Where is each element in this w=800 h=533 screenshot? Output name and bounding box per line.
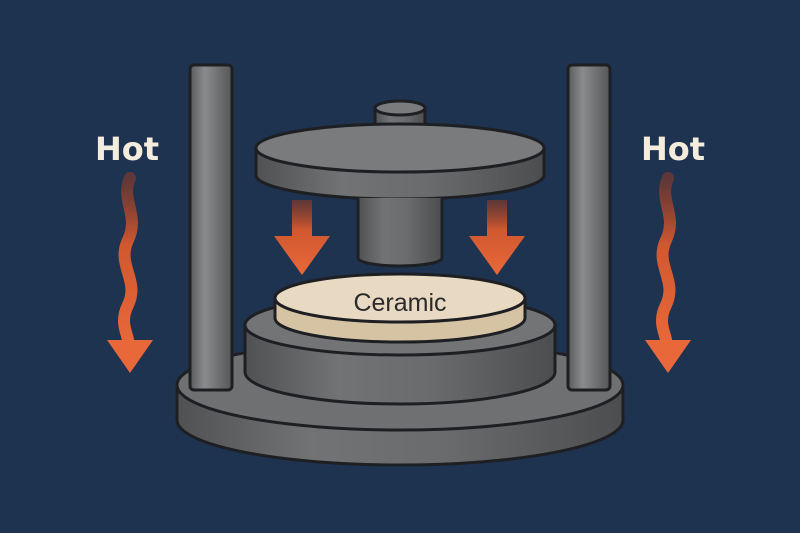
ceramic-sample	[273, 272, 527, 344]
ceramic-label: Ceramic	[353, 289, 446, 317]
press-arrow-icon	[274, 200, 330, 275]
upper-platen	[254, 122, 546, 201]
right-column	[566, 63, 612, 392]
hot-label-left: Hot	[95, 130, 159, 168]
press-arrow-icon	[469, 200, 525, 275]
piston	[356, 198, 444, 268]
hot-label-right: Hot	[641, 130, 705, 168]
wavy-heat-arrow-icon	[645, 172, 691, 373]
left-column	[188, 63, 234, 392]
wavy-heat-arrow-icon	[107, 172, 153, 373]
